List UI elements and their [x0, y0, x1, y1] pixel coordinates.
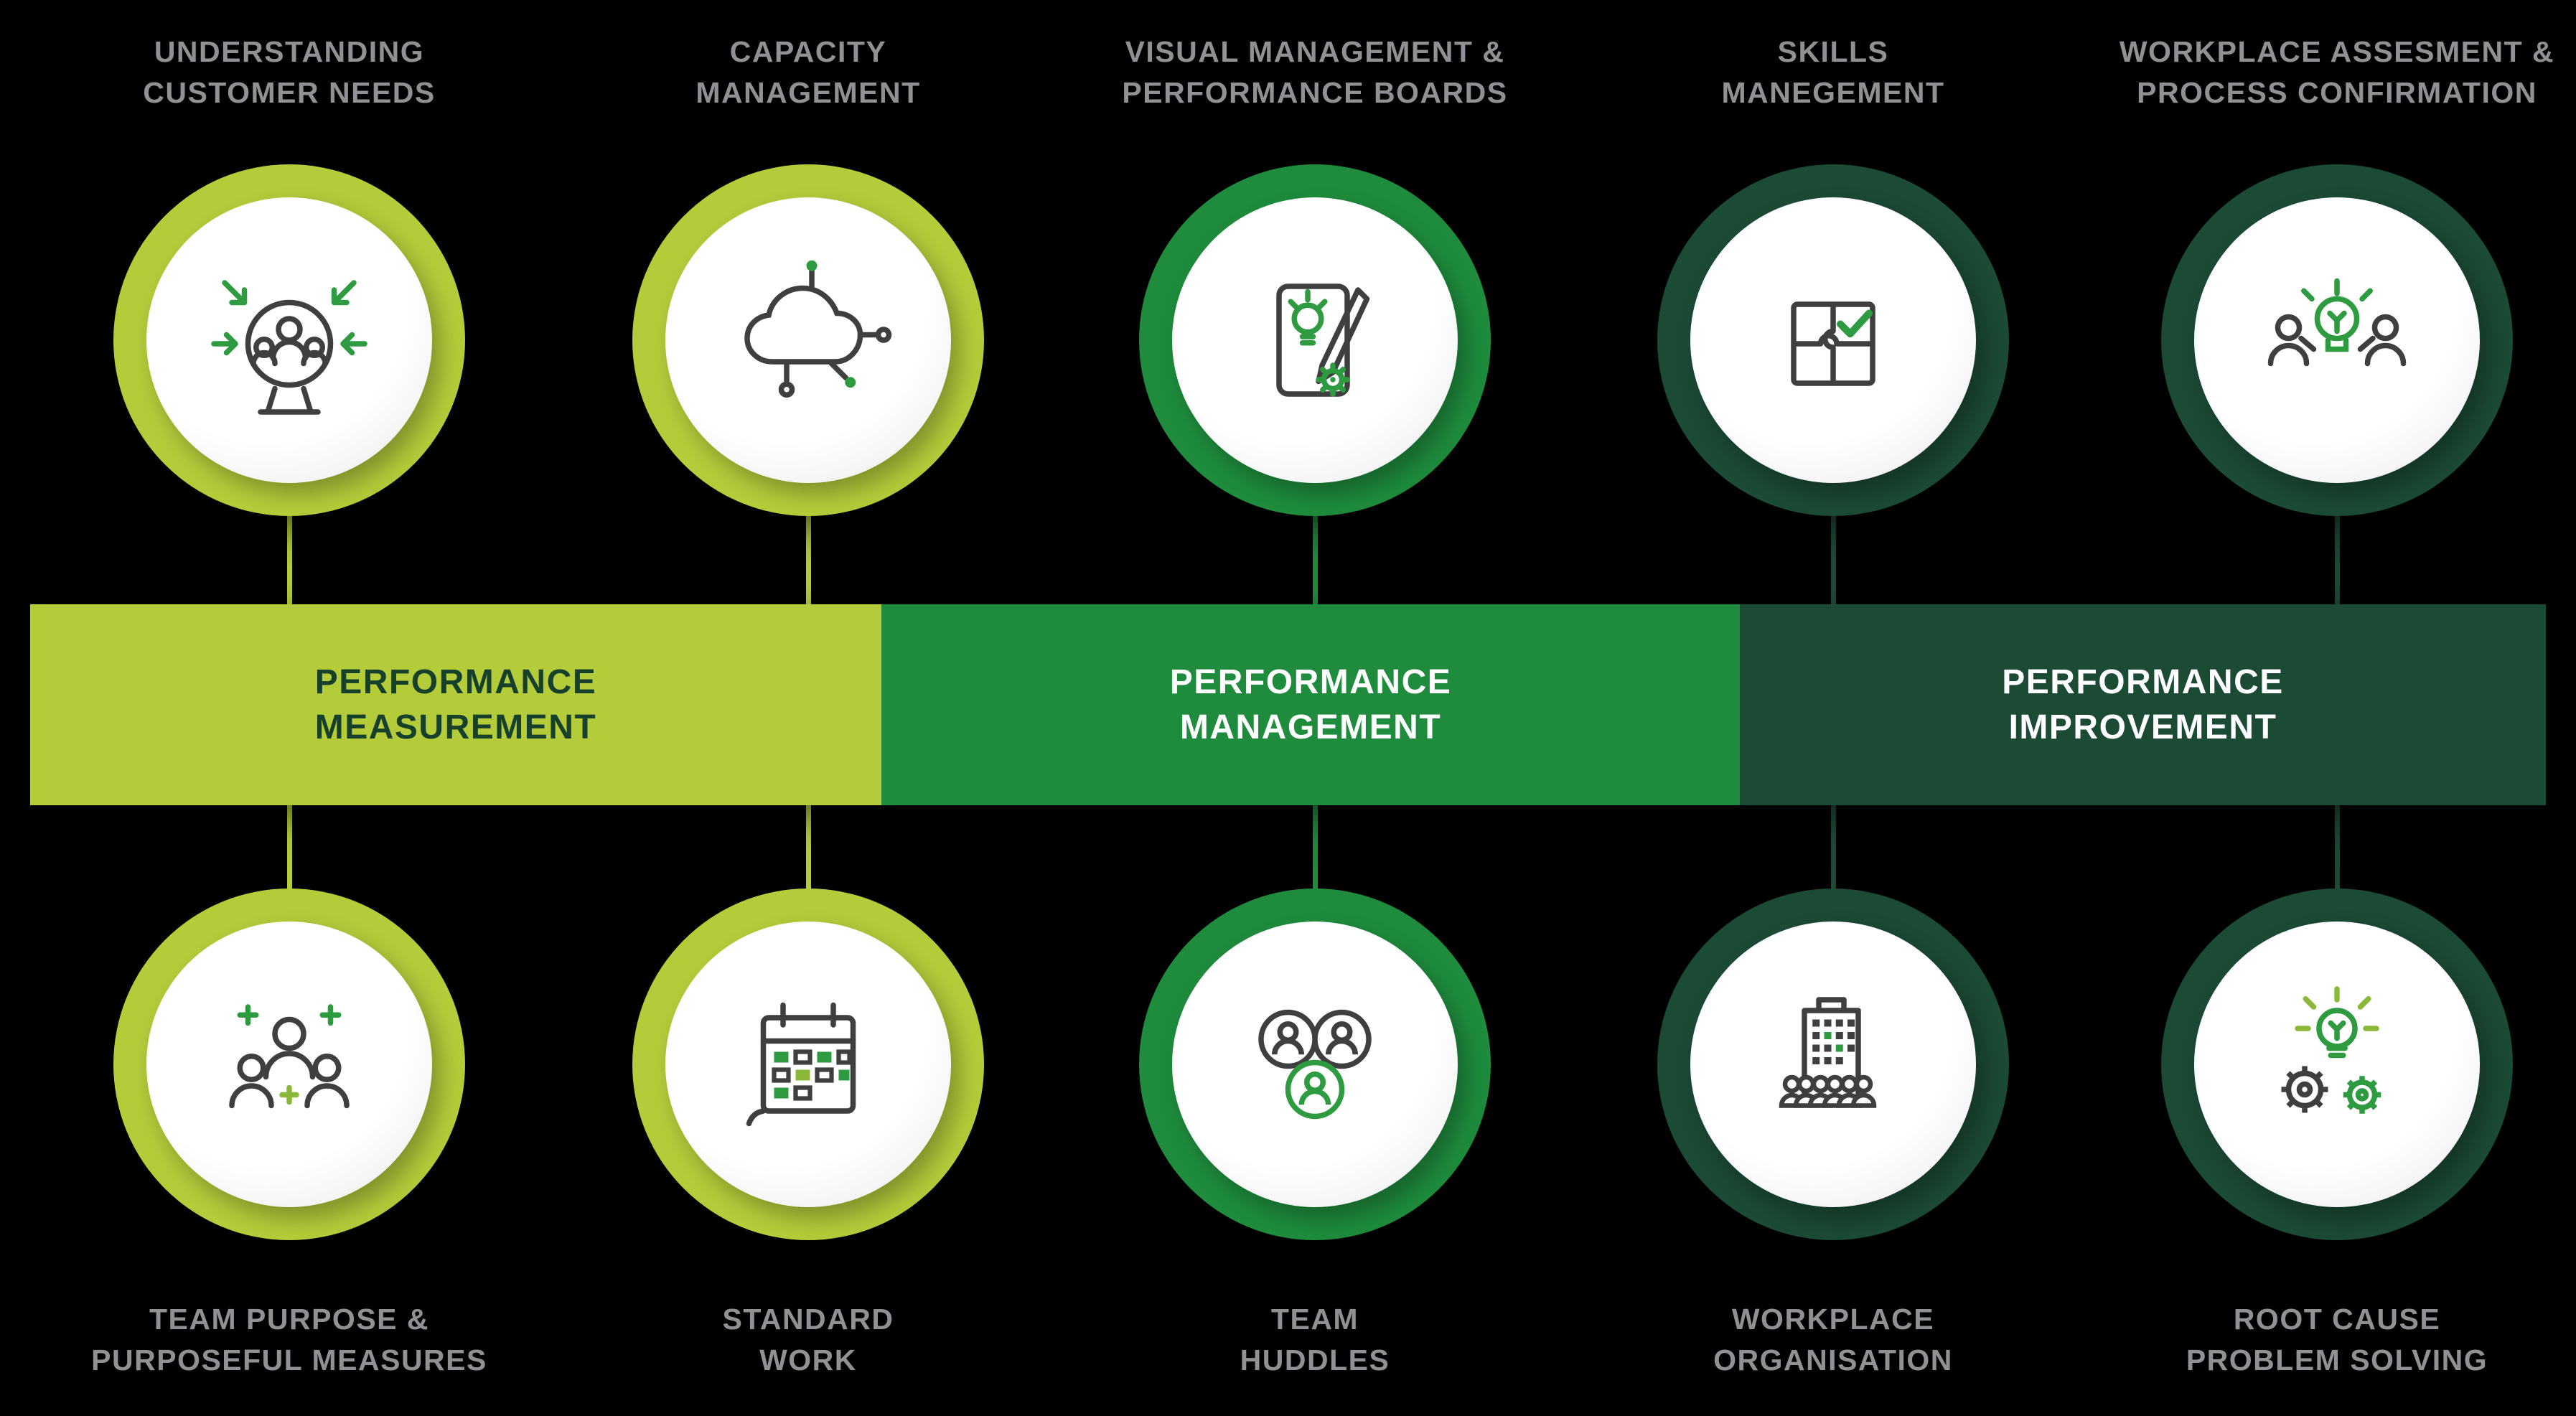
- label-team-purpose: TEAM PURPOSE & PURPOSEFUL MEASURES: [0, 1299, 641, 1380]
- label-line: UNDERSTANDING: [154, 35, 425, 68]
- label-visual-management: VISUAL MANAGEMENT & PERFORMANCE BOARDS: [963, 32, 1667, 113]
- connector-line: [2334, 515, 2340, 606]
- skills-icon: [1791, 301, 1875, 386]
- phase-line: PERFORMANCE: [1169, 662, 1452, 701]
- node-team-purpose: [113, 888, 465, 1240]
- connector-line: [1312, 515, 1318, 606]
- label-capacity-management: CAPACITY MANAGEMENT: [456, 32, 1160, 113]
- connector-line: [1830, 515, 1836, 606]
- label-team-huddles: TEAM HUDDLES: [963, 1299, 1667, 1380]
- label-line: PROBLEM SOLVING: [2186, 1343, 2488, 1377]
- node-team-huddles: [1139, 888, 1491, 1240]
- node-inner-disc: [2194, 922, 2480, 1207]
- phase-performance-measurement: PERFORMANCE MEASUREMENT: [30, 604, 881, 805]
- team-purpose-icon: [229, 1004, 350, 1109]
- node-inner-disc: [1172, 197, 1458, 483]
- connector-line: [286, 515, 292, 606]
- phase-performance-management: PERFORMANCE MANAGEMENT: [881, 604, 1740, 805]
- phase-line: PERFORMANCE: [2002, 662, 2284, 701]
- node-visual-management: [1139, 164, 1491, 516]
- node-inner-disc: [1690, 197, 1976, 483]
- workplace-assessment-icon: [2267, 278, 2407, 367]
- label-line: WORK: [759, 1343, 857, 1377]
- label-skills-management: SKILLS MANEGEMENT: [1481, 32, 2185, 113]
- node-inner-disc: [1690, 922, 1976, 1207]
- workplace-organisation-icon: [1779, 997, 1877, 1108]
- label-line: SKILLS: [1777, 35, 1889, 68]
- node-inner-disc: [2194, 197, 2480, 483]
- standard-work-icon: [746, 1002, 856, 1127]
- node-inner-disc: [146, 922, 432, 1207]
- label-line: MANAGEMENT: [695, 75, 921, 109]
- label-line: ORGANISATION: [1713, 1343, 1953, 1377]
- customer-needs-icon: [211, 280, 367, 415]
- label-line: CAPACITY: [729, 35, 887, 68]
- label-line: PROCESS CONFIRMATION: [2137, 75, 2537, 109]
- label-line: TEAM: [1270, 1303, 1359, 1336]
- node-understanding-customer-needs: [113, 164, 465, 516]
- label-line: PERFORMANCE BOARDS: [1122, 75, 1508, 109]
- label-line: ROOT CAUSE: [2233, 1303, 2441, 1336]
- label-line: STANDARD: [722, 1303, 894, 1336]
- node-skills-management: [1657, 164, 2009, 516]
- label-line: HUDDLES: [1240, 1343, 1390, 1377]
- label-root-cause: ROOT CAUSE PROBLEM SOLVING: [1985, 1299, 2576, 1380]
- connector-line: [805, 515, 811, 606]
- connector-line: [805, 804, 811, 890]
- node-workplace-organisation: [1657, 888, 2009, 1240]
- phase-line: IMPROVEMENT: [2008, 708, 2277, 746]
- label-line: PURPOSEFUL MEASURES: [91, 1343, 487, 1377]
- label-standard-work: STANDARD WORK: [456, 1299, 1160, 1380]
- phase-band: PERFORMANCE MEASUREMENT PERFORMANCE MANA…: [30, 604, 2546, 805]
- connector-line: [286, 804, 292, 890]
- label-line: VISUAL MANAGEMENT &: [1125, 35, 1505, 68]
- label-workplace-assessment: WORKPLACE ASSESMENT & PROCESS CONFIRMATI…: [1985, 32, 2576, 113]
- label-line: TEAM PURPOSE &: [149, 1303, 430, 1336]
- connector-line: [1312, 804, 1318, 890]
- team-huddles-icon: [1258, 1009, 1372, 1120]
- root-cause-icon: [2281, 986, 2381, 1114]
- node-inner-disc: [146, 197, 432, 483]
- label-line: CUSTOMER NEEDS: [143, 75, 436, 109]
- phase-line: PERFORMANCE: [314, 662, 597, 701]
- node-inner-disc: [1172, 922, 1458, 1207]
- node-root-cause: [2161, 888, 2513, 1240]
- label-line: WORKPLACE: [1731, 1303, 1935, 1336]
- node-standard-work: [632, 888, 984, 1240]
- phase-line: MANAGEMENT: [1179, 708, 1442, 746]
- node-capacity-management: [632, 164, 984, 516]
- connector-line: [1830, 804, 1836, 890]
- label-line: MANEGEMENT: [1721, 75, 1945, 109]
- label-line: WORKPLACE ASSESMENT &: [2119, 35, 2555, 68]
- performance-board-icon: [1276, 283, 1370, 397]
- capacity-icon: [744, 260, 892, 398]
- label-workplace-organisation: WORKPLACE ORGANISATION: [1481, 1299, 2185, 1380]
- node-inner-disc: [665, 197, 951, 483]
- label-understanding-customer-needs: UNDERSTANDING CUSTOMER NEEDS: [0, 32, 641, 113]
- node-workplace-assessment: [2161, 164, 2513, 516]
- phase-line: MEASUREMENT: [314, 708, 597, 746]
- phase-performance-improvement: PERFORMANCE IMPROVEMENT: [1740, 604, 2546, 805]
- node-inner-disc: [665, 922, 951, 1207]
- connector-line: [2334, 804, 2340, 890]
